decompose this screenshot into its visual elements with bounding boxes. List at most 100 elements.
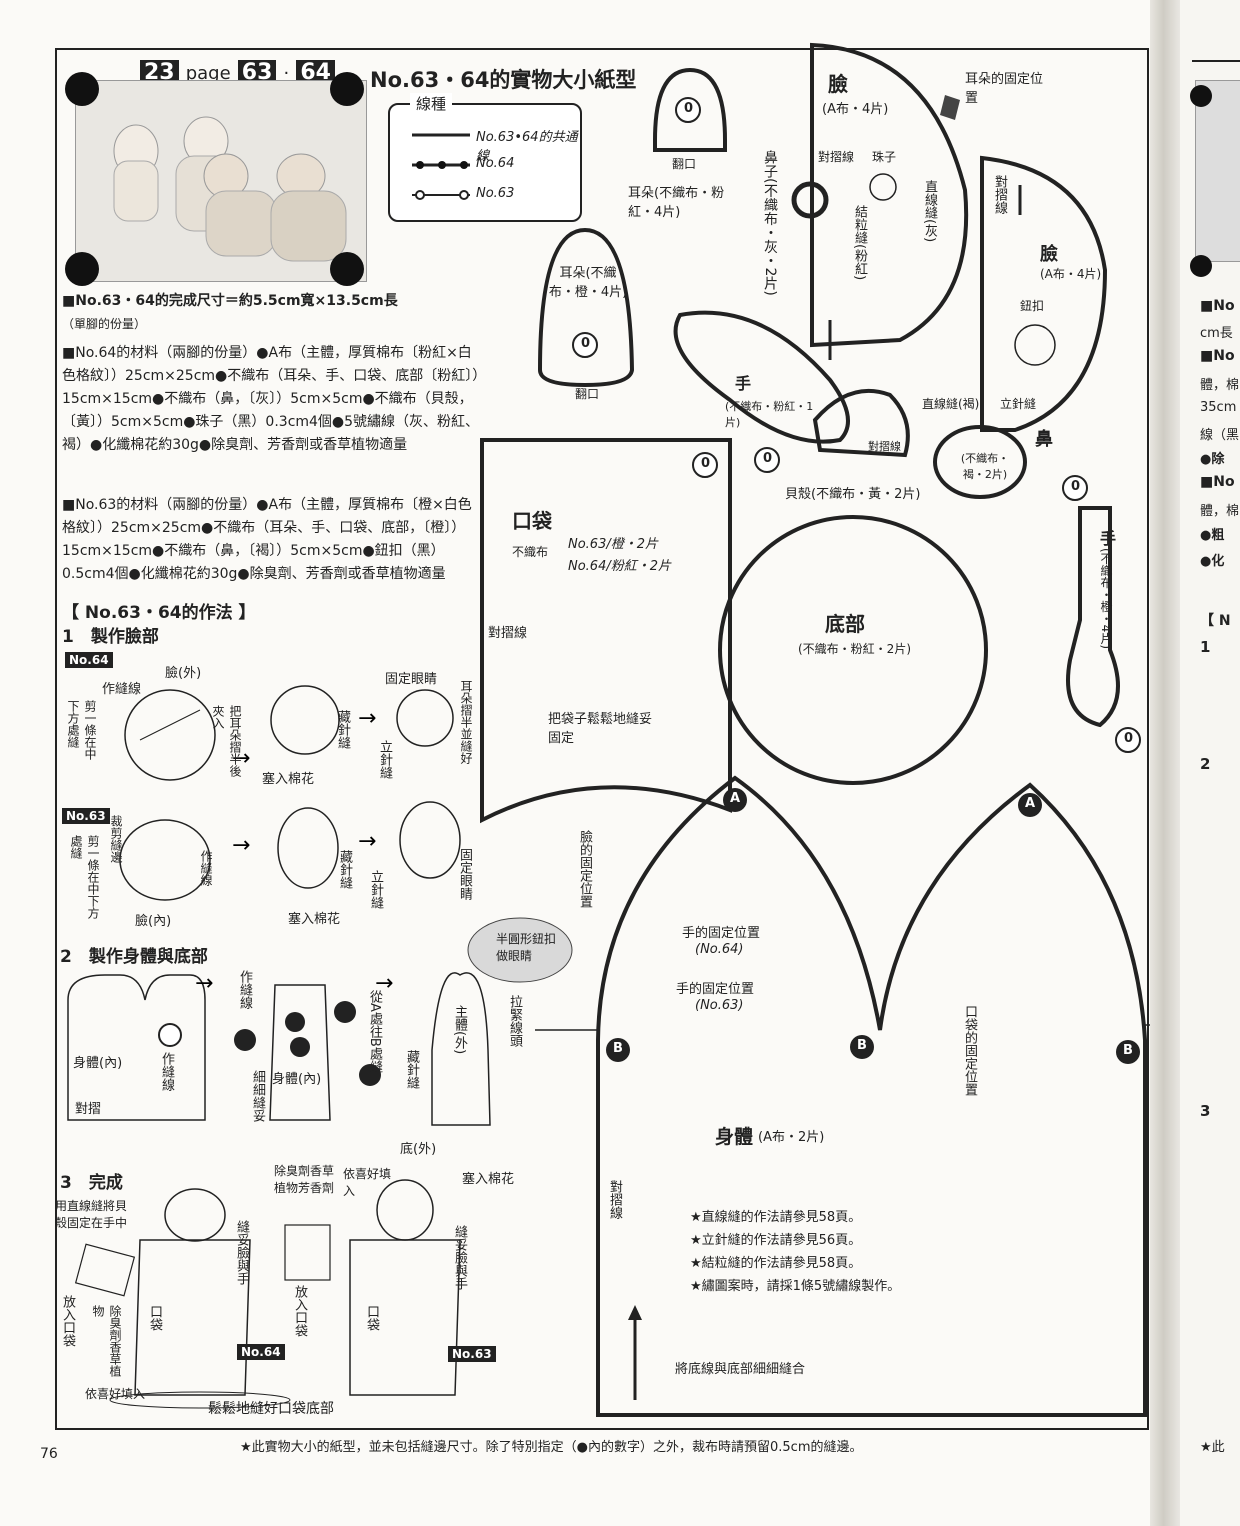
- s1-cut-tight: 裁剪縫邊: [109, 815, 123, 863]
- s3-fill: 依喜好填入: [85, 1387, 146, 1401]
- legend-no64: No.64: [476, 156, 515, 171]
- next-line: ■No: [1200, 474, 1235, 490]
- body-fold-line: 對摺線: [607, 1180, 622, 1219]
- pocket-sew-note: 把袋子鬆鬆地縫妥固定: [548, 712, 653, 746]
- straight-stitch-brown: 直線縫(褐): [922, 397, 980, 411]
- face2-note: (A布・4片): [1040, 267, 1102, 281]
- mark-b: B: [857, 1038, 867, 1053]
- straight-stitch-label: 直線縫(灰): [922, 180, 937, 243]
- s1-face-in: 臉(內): [135, 914, 172, 929]
- svg-text:→: →: [195, 971, 213, 996]
- step1-title: 1 製作臉部: [62, 627, 159, 647]
- hand-position-63-no: (No.63): [695, 998, 744, 1013]
- bottom-sew-note: 將底線與底部細細縫合: [675, 1362, 806, 1377]
- next-line: ★此: [1200, 1440, 1225, 1455]
- s1-stitch2: 作縫線: [199, 850, 213, 886]
- legend-no63: No.63: [476, 186, 515, 201]
- ear-position: 耳朵的固定位置: [965, 72, 1044, 106]
- next-page-edge: ■No cm長 ■No 體，棉 35cm 線（黑 ●除 ■No 體，棉 ●粗 ●…: [1180, 0, 1240, 1526]
- page: 23 page 63 · 64 No.63・64的實物大小紙型 線種: [40, 42, 1150, 1462]
- mark-0: 0: [684, 101, 694, 116]
- s3-sew-face: 縫妥臉與手: [234, 1220, 249, 1285]
- step3-tag-63: No.63: [448, 1346, 496, 1362]
- s2-stitch2: 作縫線: [237, 970, 252, 1009]
- pocket-fabric: 不織布: [512, 545, 549, 559]
- flip-opening: 翻口: [672, 157, 697, 171]
- photo-corner: [65, 72, 99, 106]
- page-number: 76: [40, 1446, 58, 1462]
- s2-fold: 對摺: [75, 1102, 102, 1117]
- mark-b: B: [1123, 1043, 1133, 1058]
- svg-text:→: →: [232, 833, 250, 858]
- s3-fill2: 依喜好填入: [343, 1167, 392, 1198]
- method-illustrations: → → → → → →: [67, 42, 1150, 1417]
- page-title: No.63・64的實物大小紙型: [370, 68, 637, 92]
- note-line: ★立針縫的作法請參見56頁。: [690, 1233, 862, 1248]
- face-fold-line: 對摺線: [818, 150, 855, 164]
- next-line: 【 N: [1200, 613, 1231, 629]
- vertical-stitch: 立針縫: [1000, 397, 1037, 411]
- nose-label: 鼻子(不織布・灰・2片): [762, 150, 778, 296]
- next-line: ●除: [1200, 452, 1225, 467]
- s1-stitch: 作縫線: [102, 682, 142, 697]
- s1-vertical2: 立針縫: [368, 870, 383, 909]
- s3-bottom: 鬆鬆地縫好口袋底部: [208, 1401, 334, 1417]
- nose2-label: 鼻: [1035, 429, 1053, 450]
- next-line: cm長: [1200, 326, 1233, 341]
- s1-face-out: 臉(外): [165, 666, 202, 681]
- mark-b: B: [613, 1041, 623, 1056]
- finished-size: ■No.63・64的完成尺寸＝約5.5cm寬×13.5cm長 （單腳的份量）: [62, 290, 482, 336]
- s1-ear-fold: 耳朵摺半並縫好: [459, 680, 473, 764]
- bottom-label: 底部: [825, 612, 865, 636]
- book-gutter: [1150, 0, 1180, 1526]
- hand63-label: 手: [1100, 529, 1117, 548]
- shell-fold-line: 對摺線: [868, 440, 901, 453]
- knot-stitch-label: 結粒縫(粉紅): [852, 205, 867, 281]
- next-line: ●化: [1200, 554, 1225, 569]
- s1-fix-eye2: 固定眼睛: [457, 848, 472, 900]
- product-photo: [75, 80, 367, 282]
- next-line: ●粗: [1200, 528, 1225, 543]
- svg-text:→: →: [375, 971, 393, 996]
- note-line: ★結粒縫的作法請參見58頁。: [690, 1256, 862, 1271]
- s3-deodor: 除臭劑香草植物: [91, 1305, 122, 1377]
- photo-corner: [330, 252, 364, 286]
- s2-body-in2: 身體(內): [272, 1072, 322, 1087]
- legend-title: 線種: [410, 93, 453, 114]
- s1-vertical: 立針縫: [377, 740, 392, 779]
- mark-a: A: [730, 791, 741, 806]
- s3-sew-face2: 縫妥臉與手: [452, 1225, 467, 1290]
- s3-pocket-label: 口袋: [147, 1305, 162, 1331]
- size-note: （單腳的份量）: [62, 317, 147, 331]
- next-page-corner: [1190, 255, 1212, 277]
- s1-stuff: 塞入棉花: [262, 772, 315, 787]
- mark-0: 0: [1071, 479, 1081, 494]
- next-line: 2: [1200, 755, 1211, 773]
- step3-title: 3 完成: [60, 1173, 123, 1193]
- flip-opening-2: 翻口: [575, 387, 600, 401]
- hand-position-63: 手的固定位置: [676, 982, 755, 997]
- svg-text:→: →: [358, 829, 376, 854]
- next-line: 3: [1200, 1102, 1211, 1120]
- step3-tag-64: No.64: [237, 1344, 285, 1360]
- hand-position-64-no: (No.64): [695, 942, 744, 957]
- s3-herb: 除臭劑香草植物芳香劑: [274, 1164, 335, 1195]
- page-word: page: [185, 63, 231, 84]
- s2-body-out: 主體(外): [452, 1005, 467, 1055]
- s2-body-in: 身體(內): [73, 1056, 123, 1071]
- next-page-corner: [1190, 85, 1212, 107]
- step1-tag-64: No.64: [65, 652, 113, 668]
- next-line: ■No: [1200, 298, 1235, 314]
- next-line: 1: [1200, 638, 1211, 656]
- face2-fold-line: 對摺線: [992, 175, 1007, 214]
- note-line: ★直線縫的作法請參見58頁。: [690, 1210, 862, 1225]
- svg-text:→: →: [232, 746, 250, 771]
- materials-no64: ■No.64的材料（兩腳的份量）●A布（主體，厚質棉布〔粉紅×白色格紋〕）25c…: [62, 345, 480, 453]
- mark-0: 0: [763, 451, 773, 466]
- s1-button-eye: 半圓形鈕扣做眼睛: [496, 932, 557, 963]
- s3-glue: 用直線縫將貝殼固定在手中: [55, 1199, 128, 1230]
- ear64-label: 耳朵(不織布・粉紅・4片): [628, 186, 725, 220]
- legend-lines: [412, 133, 470, 200]
- page-sep: ·: [283, 63, 290, 84]
- face-position: 臉的固定位置: [577, 830, 592, 908]
